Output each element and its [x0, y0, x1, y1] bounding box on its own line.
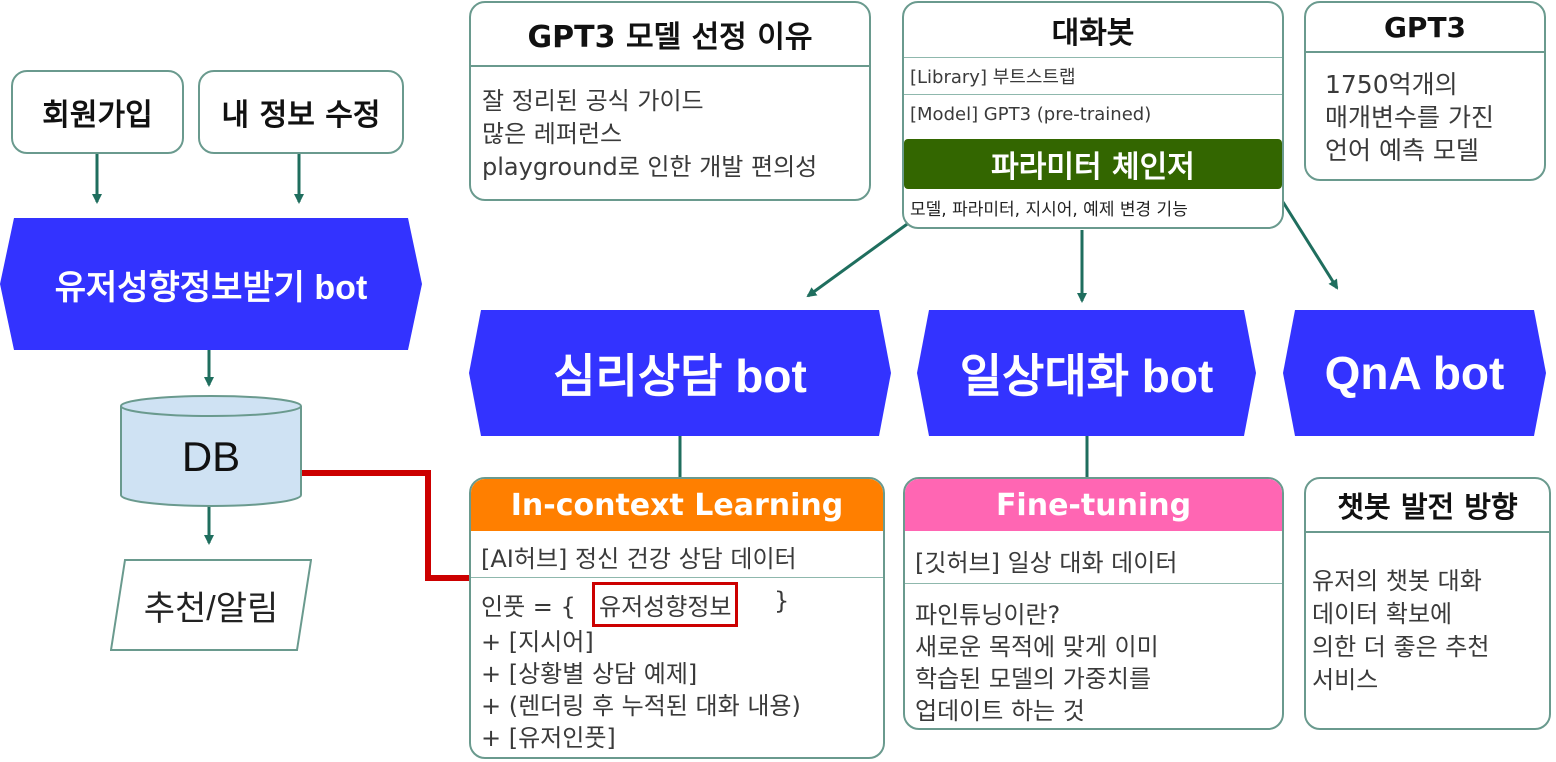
gpt3-reason-title: GPT3 모델 선정 이유	[527, 20, 813, 55]
future-line: 유저의 챗봇 대화	[1312, 567, 1482, 595]
user-info-bot: 유저성향정보받기 bot	[0, 218, 422, 350]
qna-bot-label: QnA bot	[1324, 347, 1505, 399]
gpt3-line: 1750억개의	[1325, 70, 1458, 99]
chatbot-box: 대화봇 [Library] 부트스트랩 [Model] GPT3 (pre-tr…	[902, 1, 1284, 229]
finetune-line: 파인튜닝이란?	[915, 601, 1061, 629]
gpt3-line: 매개변수를 가진	[1325, 103, 1494, 132]
divider	[471, 65, 869, 67]
recommend-label: 추천/알림	[143, 589, 279, 628]
future-line: 서비스	[1312, 666, 1379, 694]
chatbot-changer-desc: 모델, 파라미터, 지시어, 예제 변경 기능	[910, 200, 1188, 220]
finetune-line: 학습된 모델의 가중치를	[915, 665, 1152, 693]
gpt3-reason-box: GPT3 모델 선정 이유 잘 정리된 공식 가이드 많은 레퍼런스 playg…	[469, 1, 871, 201]
user-info-bot-label: 유저성향정보받기 bot	[54, 268, 368, 307]
divider	[1306, 531, 1549, 533]
future-box: 챗봇 발전 방향 유저의 챗봇 대화 데이터 확보에 의한 더 좋은 추천 서비…	[1304, 477, 1551, 730]
future-line: 데이터 확보에	[1312, 600, 1453, 628]
icl-item: + [지시어]	[481, 628, 594, 656]
icl-item: + (렌더링 후 누적된 대화 내용)	[481, 692, 801, 720]
arrow-chatbot-to-qna	[1281, 201, 1339, 290]
recommend-box: 추천/알림	[110, 559, 312, 651]
divider	[905, 583, 1282, 584]
finetune-line: 업데이트 하는 것	[915, 697, 1085, 725]
signup-box: 회원가입	[11, 70, 184, 154]
finetune-box: Fine-tuning [깃허브] 일상 대화 데이터 파인튜닝이란? 새로운 …	[903, 477, 1284, 730]
divider	[904, 57, 1282, 58]
user-info-highlight: 유저성향정보	[592, 582, 739, 627]
gpt3-title: GPT3	[1383, 10, 1467, 44]
icl-item: + [유저인풋]	[481, 724, 616, 752]
db-label: DB	[181, 432, 241, 480]
edit-info-box: 내 정보 수정	[198, 70, 404, 154]
divider	[904, 94, 1282, 95]
icl-item: + [상황별 상담 예제]	[481, 660, 698, 688]
icl-box: In-context Learning [AI허브] 정신 건강 상담 데이터 …	[469, 477, 885, 759]
qna-bot: QnA bot	[1283, 310, 1546, 436]
daily-bot-label: 일상대화 bot	[959, 350, 1214, 402]
gpt3-reason-line: playground로 인한 개발 편의성	[482, 153, 818, 181]
icl-input-prefix: 인풋 = {	[481, 593, 576, 621]
future-line: 의한 더 좋은 추천	[1312, 633, 1490, 661]
edit-info-label: 내 정보 수정	[221, 98, 381, 133]
counsel-bot-label: 심리상담 bot	[553, 350, 807, 402]
parameter-changer-bar: 파라미터 체인저	[904, 139, 1282, 189]
db-cylinder: DB	[120, 395, 302, 508]
divider	[1306, 51, 1544, 53]
finetune-line: 새로운 목적에 맞게 이미	[915, 633, 1159, 661]
gpt3-reason-line: 잘 정리된 공식 가이드	[482, 87, 704, 115]
signup-label: 회원가입	[42, 98, 153, 133]
finetune-source: [깃허브] 일상 대화 데이터	[915, 549, 1178, 577]
gpt3-box: GPT3 1750억개의 매개변수를 가진 언어 예측 모델	[1304, 1, 1546, 181]
chatbot-model: [Model] GPT3 (pre-trained)	[910, 104, 1152, 125]
daily-bot: 일상대화 bot	[917, 310, 1256, 436]
gpt3-line: 언어 예측 모델	[1325, 136, 1479, 165]
counsel-bot: 심리상담 bot	[469, 310, 891, 436]
icl-title: In-context Learning	[471, 479, 883, 531]
chatbot-library: [Library] 부트스트랩	[910, 67, 1076, 88]
gpt3-reason-line: 많은 레퍼런스	[482, 120, 623, 148]
icl-source: [AI허브] 정신 건강 상담 데이터	[481, 545, 797, 573]
finetune-title: Fine-tuning	[905, 479, 1282, 531]
arrow-chatbot-to-counsel	[806, 220, 911, 298]
future-title: 챗봇 발전 방향	[1337, 490, 1518, 524]
chatbot-title: 대화봇	[1051, 16, 1135, 51]
divider	[471, 577, 883, 578]
icl-input-suffix: }	[774, 587, 790, 615]
